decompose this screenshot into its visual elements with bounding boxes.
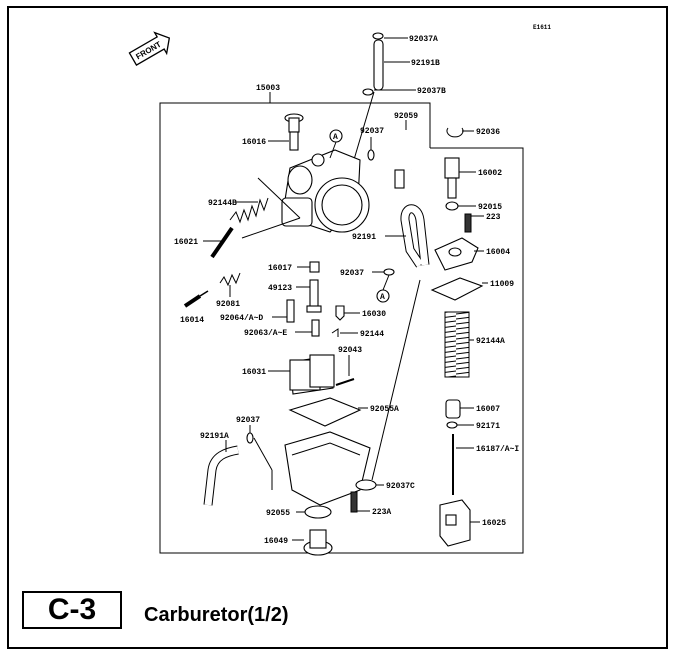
screw-223 [464,213,472,233]
part-16016 [284,113,304,151]
part-49123 [309,279,319,309]
carburetor-body [281,149,370,233]
part-92063 [311,319,320,337]
part-16017 [309,261,320,273]
part-16002 [444,157,460,199]
label-92063: 92063/A~E [244,329,287,338]
label-a-1: A [333,133,338,142]
spring-92144a [444,311,470,378]
label-16021: 16021 [174,238,198,247]
label-92037c: 92037C [386,482,415,491]
label-16049: 16049 [264,537,288,546]
screw-223a [350,491,358,513]
gasket-11009 [430,277,484,301]
label-16002: 16002 [478,169,502,178]
page-title: Carburetor(1/2) [144,604,289,626]
part-16007 [445,399,461,419]
part-92064 [286,299,295,323]
label-16014: 16014 [180,316,204,325]
part-16031 [289,354,335,395]
float-bowl [284,431,371,506]
gasket-92055a [288,397,362,427]
clip-92171 [446,421,458,429]
label-49123: 49123 [268,284,292,293]
hose-92191b [362,32,384,96]
part-92144 [331,328,339,337]
label-92144b: 92144B [208,199,237,208]
label-92081: 92081 [216,300,240,309]
label-223: 223 [486,213,501,222]
label-92055: 92055 [266,509,290,518]
nut-92015 [445,201,459,211]
label-92037a: 92037A [409,35,438,44]
label-92055a: 92055A [370,405,399,414]
label-92037-1: 92037 [360,127,384,136]
label-92064: 92064/A~D [220,314,263,323]
label-92037-2: 92037 [340,269,364,278]
label-16017: 16017 [268,264,292,273]
label-92171: 92171 [476,422,500,431]
label-223a: 223A [372,508,391,517]
label-16007: 16007 [476,405,500,414]
label-a-2: A [380,293,385,302]
label-16030: 16030 [362,310,386,319]
label-16025: 16025 [482,519,506,528]
label-92191a: 92191A [200,432,229,441]
slide-16025 [439,499,471,547]
label-92037b: 92037B [417,87,446,96]
label-16187: 16187/A~I [476,445,519,454]
spring-92144b [229,197,269,224]
clip-92036 [446,127,464,138]
label-16031: 16031 [242,368,266,377]
front-arrow-icon: FRONT [128,31,171,66]
assembly-outline [159,102,524,554]
label-92059: 92059 [394,112,418,121]
label-92043: 92043 [338,346,362,355]
pin-92043 [335,378,355,386]
label-16016: 16016 [242,138,266,147]
label-92036: 92036 [476,128,500,137]
label-92144a: 92144A [476,337,505,346]
label-92144: 92144 [360,330,384,339]
label-16004: 16004 [486,248,510,257]
section-code: C-3 [22,591,122,629]
part-16014 [183,290,209,308]
part-92037c [355,479,377,491]
label-11009: 11009 [490,280,514,289]
label-92191b: 92191B [411,59,440,68]
drawing-number: E1611 [533,24,551,31]
label-15003: 15003 [256,84,280,93]
oring-92055 [304,505,332,519]
plug-16049 [303,529,333,556]
label-92037-3: 92037 [236,416,260,425]
spring-92081 [219,272,241,287]
label-92015: 92015 [478,203,502,212]
page-frame [7,6,668,649]
label-92191: 92191 [352,233,376,242]
part-16030 [335,305,345,321]
